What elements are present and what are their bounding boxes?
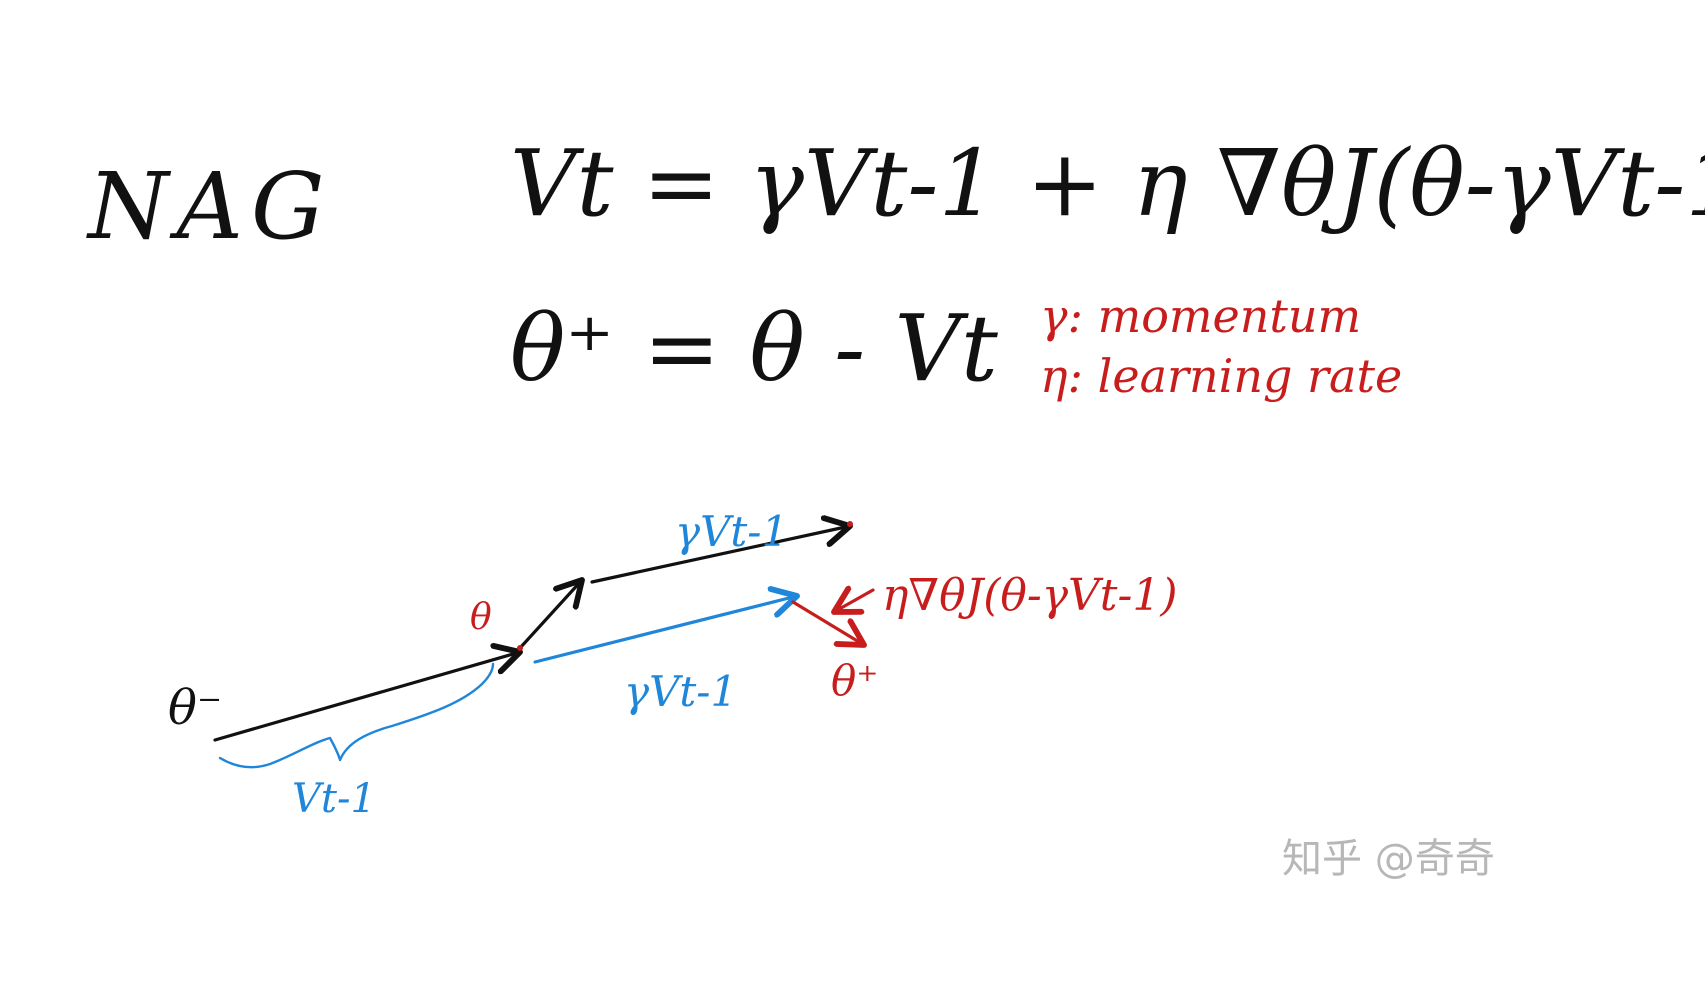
gamma-vt-1-lower-vector-line	[533, 596, 797, 664]
gamma-vt-1-upper-label: γVt-1	[675, 507, 788, 556]
vt-1-vector-line	[213, 652, 520, 742]
gradient-label-pointer-line	[834, 590, 875, 612]
vt-1-brace	[218, 662, 495, 769]
theta-plus-label: θ⁺	[831, 656, 878, 705]
theta-minus-label: θ⁻	[168, 680, 222, 736]
gamma-vt-1-lower-label: γVt-1	[624, 667, 737, 716]
theta-small-step-line	[518, 580, 582, 650]
momentum-legend: γ: momentum	[1040, 289, 1361, 343]
learning-rate-legend: η: learning rate	[1040, 349, 1402, 403]
theta-label: θ	[470, 597, 492, 638]
gamma-vt-1-upper-vector-line	[590, 526, 850, 584]
theta-point	[517, 645, 523, 651]
upper-endpoint-point	[847, 521, 853, 527]
gradient-correction-line	[791, 600, 864, 645]
zhihu-watermark: 知乎 @奇奇	[1282, 836, 1495, 882]
nag-title: NAG	[86, 153, 332, 260]
position-update-equation: θ⁺ = θ - Vt	[510, 295, 999, 402]
gradient-term-label: η∇θJ(θ-γVt-1)	[882, 570, 1178, 621]
velocity-equation: Vt = γVt-1 + η ∇θJ(θ-γVt-1)	[510, 130, 1705, 237]
vt-1-label: Vt-1	[292, 776, 376, 822]
